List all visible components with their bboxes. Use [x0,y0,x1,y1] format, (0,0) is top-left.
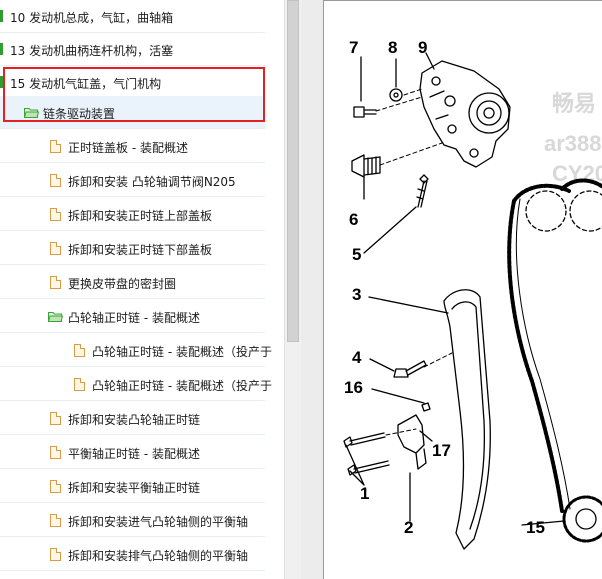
tree-item-balance-chain-overview[interactable]: 平衡轴正时链 - 装配概述 [0,436,265,469]
document-icon [50,446,61,459]
tree-item-label: 凸轮轴正时链 - 装配概述（投产于 [92,379,272,393]
document-icon [50,208,61,221]
tree-scrollbar[interactable] [284,0,301,579]
tree-item-cylinder-head[interactable]: 15 发动机气缸盖，气门机构 [0,66,265,99]
tree-item-label: 拆卸和安装平衡轴正时链 [68,481,201,495]
document-icon [50,548,61,561]
tree-item-camshaft-chain-overview-2[interactable]: 凸轮轴正时链 - 装配概述（投产于 [0,368,272,401]
tree-item-label: 15 发动机气缸盖，气门机构 [10,77,162,91]
tree-item-label: 拆卸和安装排气凸轮轴侧的平衡轴 [68,549,249,563]
tree-item-camshaft-chain-folder[interactable]: 凸轮轴正时链 - 装配概述 [0,300,265,333]
tree-item-label: 13 发动机曲柄连杆机构，活塞 [10,44,174,58]
folder-open-icon [48,312,63,322]
tree-item-remove-camshaft-chain[interactable]: 拆卸和安装凸轮轴正时链 [0,402,265,435]
tree-item-label: 拆卸和安装 凸轮轴调节阀N205 [68,175,236,189]
tree-item-label: 平衡轴正时链 - 装配概述 [68,447,200,461]
document-icon [74,344,85,357]
parts-diagram: 畅易 ar388 CY20 [323,0,602,579]
tree-item-upper-cover[interactable]: 拆卸和安装正时链上部盖板 [0,198,265,231]
document-icon [50,276,61,289]
tree-item-label: 链条驱动装置 [43,107,116,121]
tree-item-crank-mechanism[interactable]: 13 发动机曲柄连杆机构，活塞 [0,33,265,66]
callout-2: 2 [404,518,414,537]
callout-8: 8 [388,38,398,57]
watermark-text: ar388 [544,131,602,156]
callout-3: 3 [352,285,362,304]
callout-9: 9 [418,38,428,57]
scrollbar-thumb[interactable] [287,0,299,342]
callout-16: 16 [344,378,363,397]
navigation-tree: 10 发动机总成，气缸，曲轴箱 13 发动机曲柄连杆机构，活塞 15 发动机气缸… [0,0,284,579]
tree-item-label: 拆卸和安装进气凸轮轴侧的平衡轴 [68,515,249,529]
callout-4: 4 [352,348,362,367]
diagram-drawing [343,52,602,550]
tree-item-label: 更换皮带盘的密封圈 [68,277,177,291]
callout-17: 17 [432,441,451,460]
tree-item-lower-cover[interactable]: 拆卸和安装正时链下部盖板 [0,232,265,265]
tree-item-camshaft-chain-overview-1[interactable]: 凸轮轴正时链 - 装配概述（投产于 [0,334,272,367]
tree-item-intake-balance-shaft[interactable]: 拆卸和安装进气凸轮轴侧的平衡轴 [0,504,265,537]
tree-item-label: 正时链盖板 - 装配概述 [68,141,188,155]
folder-open-icon [24,108,39,118]
tree-item-remove-balance-chain[interactable]: 拆卸和安装平衡轴正时链 [0,470,265,503]
tree-item-exhaust-balance-shaft[interactable]: 拆卸和安装排气凸轮轴侧的平衡轴 [0,538,265,571]
tree-item-label: 拆卸和安装正时链下部盖板 [68,243,213,257]
document-icon [50,412,61,425]
callout-7: 7 [349,38,359,57]
tree-item-pulley-seal[interactable]: 更换皮带盘的密封圈 [0,266,265,299]
tree-item-label: 拆卸和安装凸轮轴正时链 [68,413,201,427]
pane-splitter[interactable] [301,0,323,579]
callout-5: 5 [352,245,362,264]
book-open-icon [0,76,3,88]
book-icon [0,43,3,55]
document-icon [50,480,61,493]
document-icon [74,378,85,391]
tree-item-label: 拆卸和安装正时链上部盖板 [68,209,213,223]
tree-item-label: 凸轮轴正时链 - 装配概述 [68,311,200,325]
callout-15: 15 [526,518,545,537]
highlight-box [3,67,265,122]
document-icon [50,174,61,187]
book-icon [0,10,3,22]
tree-item-chain-drive[interactable]: 链条驱动装置 [0,96,265,129]
tree-item-camshaft-valve-n205[interactable]: 拆卸和安装 凸轮轴调节阀N205 [0,164,265,197]
callout-6: 6 [349,210,359,229]
tree-item-label: 凸轮轴正时链 - 装配概述（投产于 [92,345,272,359]
document-icon [50,242,61,255]
watermark-text: 畅易 [552,91,597,116]
tree-item-timing-cover-overview[interactable]: 正时链盖板 - 装配概述 [0,130,265,163]
tree-item-engine-assembly[interactable]: 10 发动机总成，气缸，曲轴箱 [0,0,265,33]
document-icon [50,514,61,527]
document-icon [50,140,61,153]
tree-item-label: 10 发动机总成，气缸，曲轴箱 [10,11,174,25]
callout-1: 1 [360,484,370,503]
